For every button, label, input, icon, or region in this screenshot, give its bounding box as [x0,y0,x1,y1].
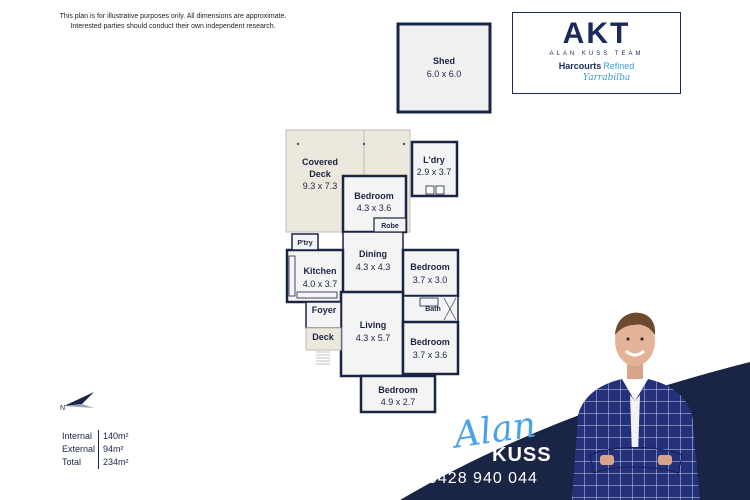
agent-photo [572,312,700,500]
disclaimer-line-2: Interested parties should conduct their … [70,23,276,30]
svg-text:N: N [60,405,65,412]
kitchen-name: Kitchen [303,266,336,276]
bedroom-2-dim: 3.7 x 3.0 [413,275,448,285]
deck-name: Deck [312,332,335,342]
laundry-dim: 2.9 x 3.7 [417,167,452,177]
bath-name: Bath [425,306,441,313]
living-name: Living [360,320,387,330]
area-internal: Internal 140m² [62,430,129,443]
dining-name: Dining [359,249,387,259]
area-total: Total 234m² [62,456,129,469]
agent-last-name: KUSS [492,444,552,466]
area-internal-label: Internal [62,431,93,441]
logo-agency-name: Harcourts [558,61,602,71]
bedroom-4-name: Bedroom [378,385,418,395]
covered-deck-name-1: Covered [302,157,338,167]
area-external-label: External [62,444,96,454]
foyer-name: Foyer [312,305,337,315]
robe-name: Robe [381,223,399,230]
north-arrow-icon: N [60,392,94,412]
logo-team: ALAN KUSS TEAM [549,51,644,57]
logo-location: Yarrabilba [583,73,631,83]
dining-dim: 4.3 x 4.3 [356,262,391,272]
disclaimer-line-1: This plan is for illustrative purposes o… [59,13,287,20]
pantry-name: P'try [297,240,312,247]
bedroom-1-dim: 4.3 x 3.6 [357,203,392,213]
logo-agency-suffix: Refined [603,61,635,71]
room-shed: Shed 6.0 x 6.0 [396,22,492,114]
bedroom-2-name: Bedroom [410,262,450,272]
area-external-value: 94m² [98,443,124,456]
shed-name: Shed [433,56,455,66]
bedroom-3-name: Bedroom [410,337,450,347]
bedroom-4-dim: 4.9 x 2.7 [381,397,416,407]
bedroom-1-name: Bedroom [354,191,394,201]
kitchen-dim: 4.0 x 3.7 [303,279,338,289]
area-external: External 94m² [62,443,129,456]
room-laundry: L'dry 2.9 x 3.7 [410,140,459,198]
laundry-name: L'dry [423,155,445,165]
area-total-value: 234m² [98,456,129,469]
disclaimer: This plan is for illustrative purposes o… [48,12,298,32]
area-internal-value: 140m² [98,430,129,443]
agent-phone[interactable]: 0428 940 044 [428,470,538,487]
area-summary: Internal 140m² External 94m² Total 234m² [62,430,129,469]
area-total-label: Total [62,457,82,467]
covered-deck-name-2: Deck [309,169,332,179]
logo-brand: AKT [562,17,631,50]
covered-deck-dim: 9.3 x 7.3 [303,181,338,191]
shed-dim: 6.0 x 6.0 [427,69,462,79]
bedroom-3-dim: 3.7 x 3.6 [413,350,448,360]
living-dim: 4.3 x 5.7 [356,333,391,343]
